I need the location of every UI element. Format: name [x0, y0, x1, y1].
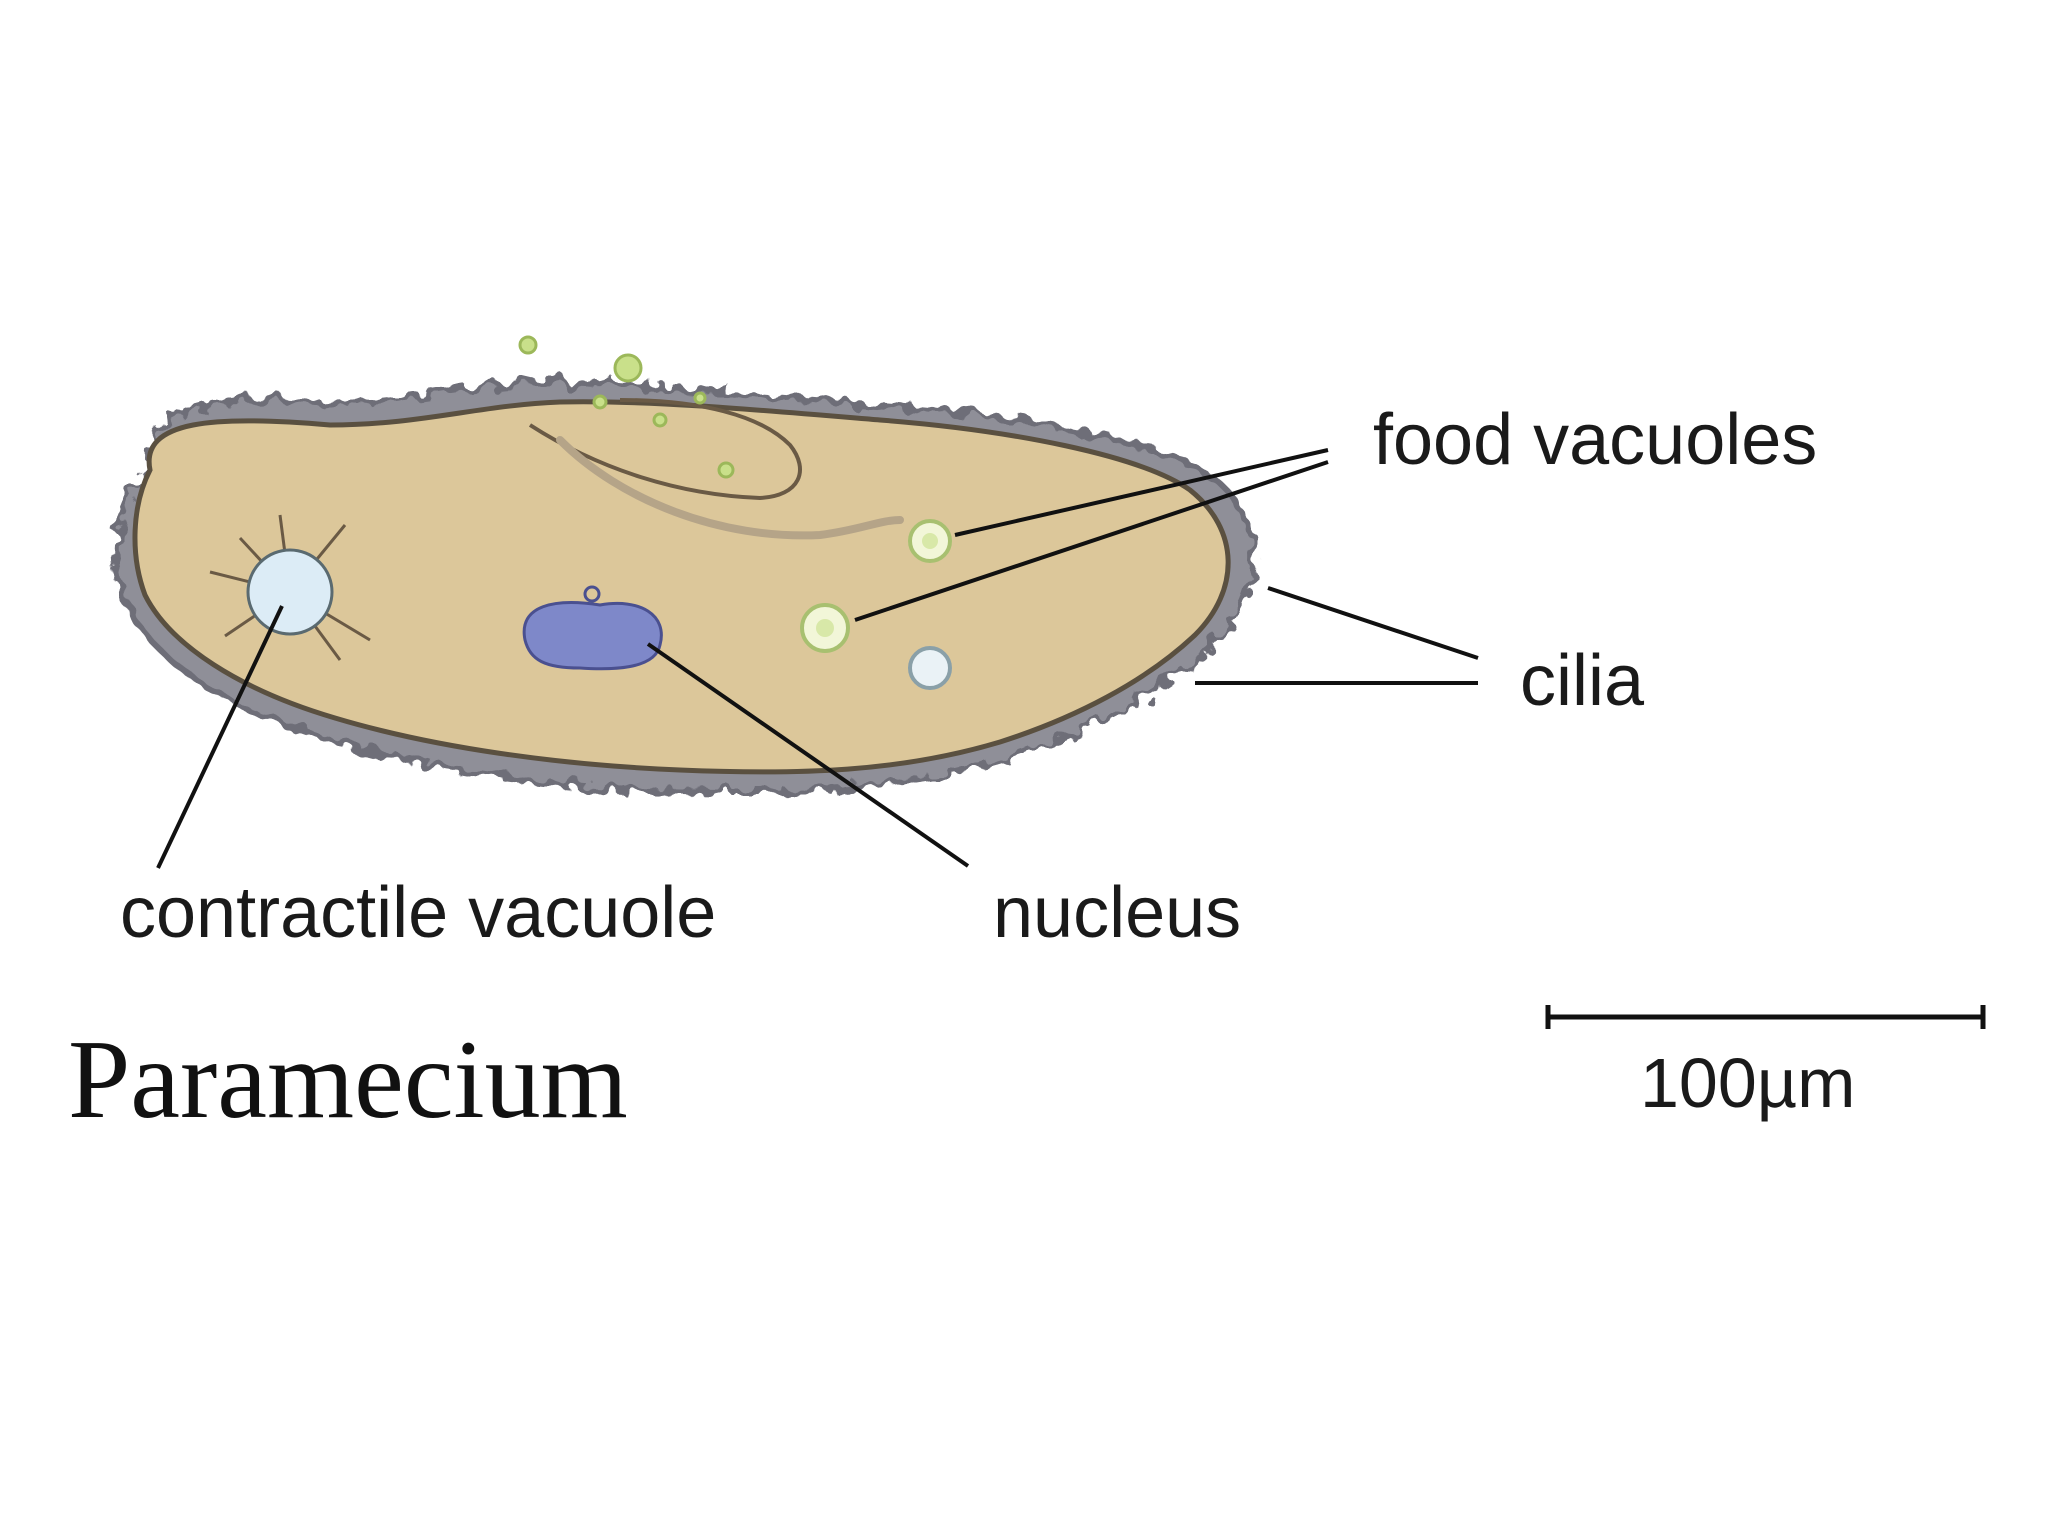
food-vacuoles-shapes	[800, 519, 952, 690]
label-contractile-vacuole: contractile vacuole	[120, 873, 716, 953]
leader-nucleus	[646, 642, 970, 868]
scale-bar-label: 100µm	[1640, 1044, 1855, 1122]
nucleus-shape	[522, 585, 663, 671]
leader-contractile-vacuole	[156, 605, 284, 869]
leader-food-vacuole-2	[854, 460, 1329, 622]
scale-bar	[1545, 1005, 1986, 1029]
cell-body	[132, 399, 1231, 775]
food-particles	[518, 335, 735, 479]
oral-groove	[528, 398, 802, 501]
gullet	[556, 436, 904, 540]
label-cilia: cilia	[1520, 641, 1645, 721]
leader-food-vacuole-1	[954, 448, 1329, 537]
contractile-vacuole	[209, 514, 371, 661]
leader-lines	[156, 448, 1479, 869]
label-nucleus: nucleus	[993, 873, 1241, 953]
diagram-title: Paramecium	[68, 1018, 628, 1142]
label-food-vacuoles: food vacuoles	[1373, 400, 1817, 480]
leader-cilia-1	[1267, 586, 1479, 660]
